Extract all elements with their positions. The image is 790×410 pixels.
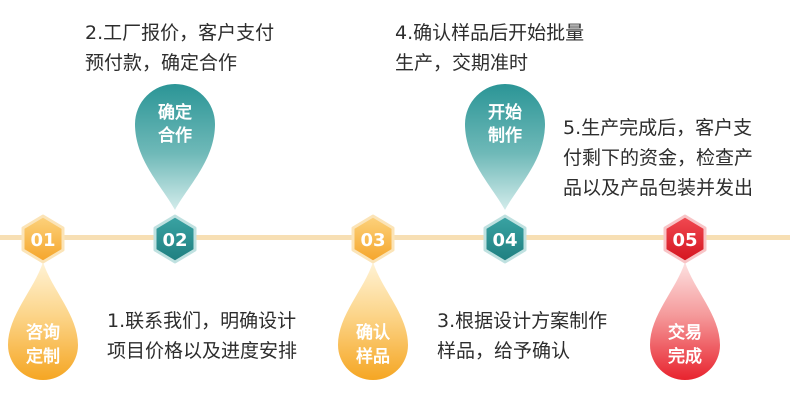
pin-label-04-line1: 开始: [488, 102, 522, 123]
pin-label-02-line1: 确定: [158, 102, 192, 123]
description-step-4-line2: 生产，交期准时: [395, 52, 529, 74]
node-04: 04: [483, 214, 527, 264]
drop-step-01: 咨询 定制: [8, 262, 78, 380]
drop-label-01-line1: 咨询: [26, 322, 60, 343]
drop-label-05-line2: 完成: [668, 346, 702, 367]
node-number-01: 01: [30, 230, 55, 251]
node-02: 02: [153, 214, 197, 264]
node-number-05: 05: [672, 230, 697, 251]
node-number-02: 02: [162, 230, 187, 251]
description-step-4-line1: 4.确认样品后开始批量: [395, 22, 585, 44]
description-step-1-line2: 项目价格以及进度安排: [107, 340, 298, 362]
description-step-2: 2.工厂报价，客户支付 预付款，确定合作: [85, 18, 274, 78]
description-step-3-line1: 3.根据设计方案制作: [437, 310, 608, 332]
drop-label-01-line2: 定制: [26, 346, 60, 367]
description-step-5-line2: 付剩下的资金，检查产: [563, 147, 754, 169]
node-01: 01: [21, 214, 65, 264]
description-step-2-line1: 2.工厂报价，客户支付: [85, 22, 275, 44]
node-number-03: 03: [360, 230, 385, 251]
node-03: 03: [351, 214, 395, 264]
description-step-2-line2: 预付款，确定合作: [85, 52, 238, 74]
timeline-bar: [0, 235, 790, 240]
description-step-5: 5.生产完成后，客户支 付剩下的资金，检查产 品以及产品包装并发出: [563, 113, 753, 203]
description-step-1: 1.联系我们，明确设计 项目价格以及进度安排: [107, 306, 297, 366]
drop-label-05-line1: 交易: [668, 322, 702, 343]
description-step-1-line1: 1.联系我们，明确设计: [107, 310, 297, 332]
pin-step-02: 确定 合作: [135, 84, 215, 210]
description-step-4: 4.确认样品后开始批量 生产，交期准时: [395, 18, 584, 78]
node-05: 05: [663, 214, 707, 264]
description-step-3: 3.根据设计方案制作 样品，给予确认: [437, 306, 607, 366]
description-step-3-line2: 样品，给予确认: [437, 340, 571, 362]
pin-label-02-line2: 合作: [158, 125, 192, 146]
pin-step-04: 开始 制作: [465, 84, 545, 210]
drop-label-03-line2: 样品: [356, 346, 390, 367]
drop-step-05: 交易 完成: [650, 262, 720, 380]
node-number-04: 04: [492, 230, 517, 251]
drop-step-03: 确认 样品: [338, 262, 408, 380]
description-step-5-line3: 品以及产品包装并发出: [563, 177, 754, 199]
description-step-5-line1: 5.生产完成后，客户支: [563, 117, 753, 139]
drop-label-03-line1: 确认: [356, 322, 391, 343]
pin-label-04-line2: 制作: [488, 125, 522, 146]
